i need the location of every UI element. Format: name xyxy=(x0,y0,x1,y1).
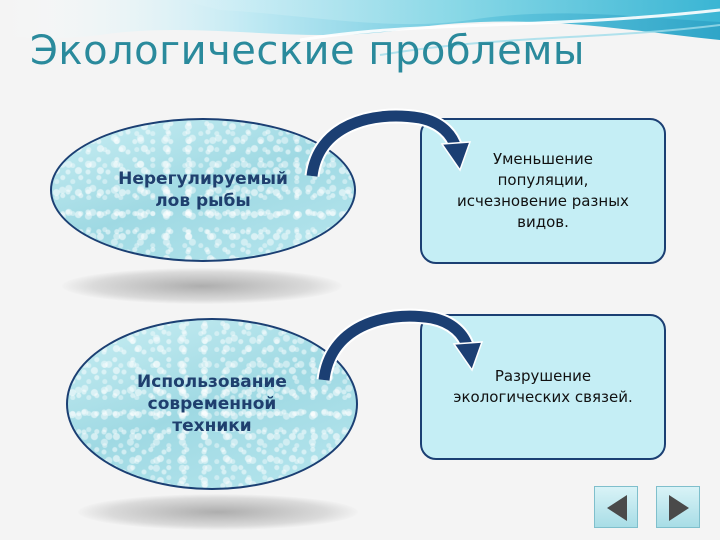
slide-title: Экологические проблемы xyxy=(30,28,585,74)
previous-slide-button[interactable] xyxy=(594,486,638,528)
background-waves xyxy=(0,0,720,56)
effect-box: Уменьшение популяции, исчезновение разны… xyxy=(420,118,666,264)
cause-ellipse: Нерегулируемый лов рыбы xyxy=(50,118,356,262)
triangle-left-icon xyxy=(607,495,627,521)
effect-label: Уменьшение популяции, исчезновение разны… xyxy=(457,150,629,231)
ellipse-shadow xyxy=(62,268,342,304)
triangle-right-icon xyxy=(669,495,689,521)
effect-label: Разрушение экологических связей. xyxy=(453,367,633,406)
curved-arrow-icon xyxy=(316,308,484,382)
cause-ellipse: Использование современной техники xyxy=(66,318,358,490)
curved-arrow-icon xyxy=(304,108,472,178)
next-slide-button[interactable] xyxy=(656,486,700,528)
ellipse-shadow xyxy=(78,494,358,530)
cause-label: Нерегулируемый лов рыбы xyxy=(118,169,288,211)
cause-label: Использование современной техники xyxy=(137,372,287,436)
effect-box: Разрушение экологических связей. xyxy=(420,314,666,460)
